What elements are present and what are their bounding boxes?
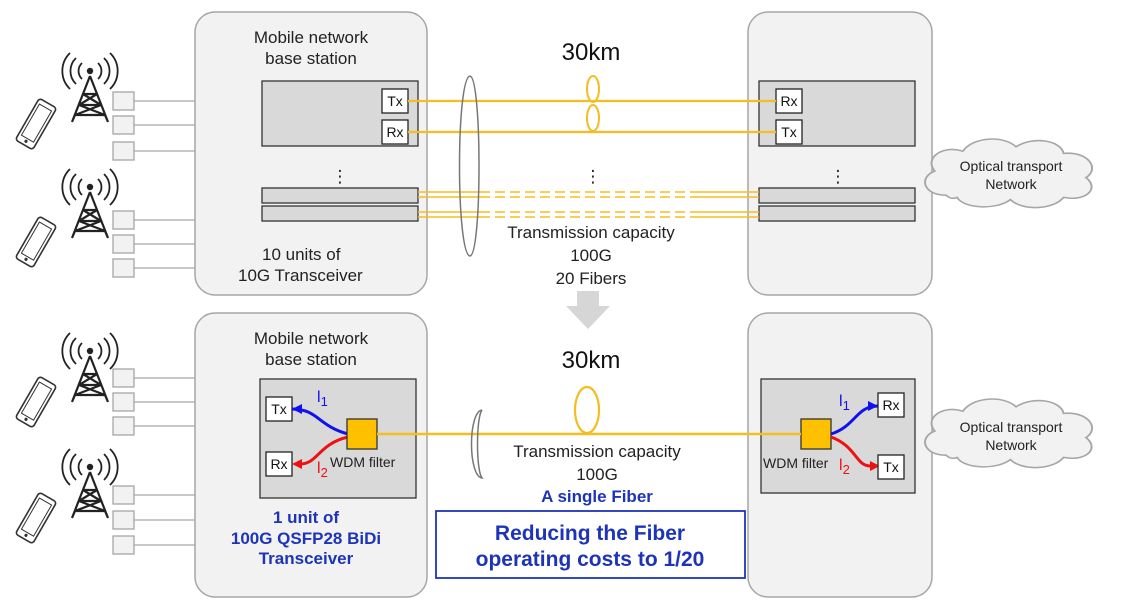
- port-box: [112, 392, 135, 412]
- bottom-capacity-line2: 100G: [576, 465, 618, 484]
- cell-tower-icon: [61, 51, 119, 124]
- fiber-spool-icon: [586, 75, 600, 103]
- bottom-distance: 30km: [562, 347, 621, 374]
- bottom-station-title-line2: base station: [265, 350, 357, 369]
- top-fiber-bundle: [418, 191, 759, 218]
- lambda2-arrow: [870, 461, 880, 471]
- phone-icon: [14, 375, 58, 429]
- cell-tower-icon: [61, 167, 119, 240]
- lambda2-path: [830, 435, 871, 468]
- port-box: [112, 141, 135, 161]
- bottom-capacity-line3: A single Fiber: [541, 487, 653, 506]
- lambda2-label: l2: [317, 460, 328, 480]
- rx-label: Rx: [780, 93, 797, 109]
- rx-box: [775, 88, 803, 114]
- vertical-ellipsis: ⋮: [830, 167, 847, 186]
- port-box: [112, 416, 135, 436]
- cell-tower-icon: [61, 331, 119, 404]
- reduce-line2: operating costs to 1/20: [476, 548, 705, 571]
- cost-reduction-box: [435, 510, 746, 579]
- tx-box: [381, 88, 409, 114]
- top-units-line2: 10G Transceiver: [238, 266, 363, 285]
- transceiver-slot: [758, 205, 916, 222]
- port-box: [112, 510, 135, 530]
- reduce-line1: Reducing the Fiber: [495, 522, 685, 545]
- bottom-unit-line2: 100G QSFP28 BiDi: [231, 529, 381, 548]
- top-units-line1: 10 units of: [262, 245, 341, 264]
- wdm-filter-label: WDM filter: [330, 454, 396, 470]
- top-cloud-line1: Optical transport: [960, 158, 1063, 174]
- rx-label: Rx: [270, 456, 287, 472]
- port-box: [112, 535, 135, 555]
- phone-icon: [14, 215, 58, 269]
- lambda1-label: l1: [839, 393, 850, 413]
- port-box: [112, 115, 135, 135]
- port-box: [112, 368, 135, 388]
- fiber-bundle-bracket: [458, 75, 480, 257]
- port-box: [112, 91, 135, 111]
- tx-label: Tx: [781, 124, 797, 140]
- lambda1-arrow: [292, 404, 302, 414]
- transceiver-slot: [261, 205, 419, 222]
- bottom-station-title-line1: Mobile network: [254, 329, 369, 348]
- fiber-spool-icon: [586, 104, 600, 132]
- fiber-spool-icon: [573, 385, 601, 435]
- bottom-cloud-line2: Network: [985, 437, 1037, 453]
- bottom-cloud-line1: Optical transport: [960, 419, 1063, 435]
- wdm-filter-label: WDM filter: [763, 455, 829, 471]
- lambda1-arrow: [868, 401, 878, 411]
- top-station-title-line1: Mobile network: [254, 28, 369, 47]
- lambda1-label: l1: [317, 389, 328, 409]
- top-capacity-line3: 20 Fibers: [556, 269, 627, 288]
- port-box: [112, 234, 135, 254]
- phone-icon: [14, 491, 58, 545]
- tx-label: Tx: [271, 401, 287, 417]
- top-distance: 30km: [562, 39, 621, 66]
- top-station-title-line2: base station: [265, 49, 357, 68]
- top-section: Mobile network base station Tx Rx ⋮ 10 u…: [14, 11, 1094, 296]
- port-box: [112, 210, 135, 230]
- top-cloud-line2: Network: [985, 176, 1037, 192]
- top-capacity-line2: 100G: [570, 246, 612, 265]
- tx-box: [877, 454, 905, 480]
- bottom-capacity-line1: Transmission capacity: [513, 442, 681, 461]
- lambda2-label: l2: [839, 457, 850, 477]
- vertical-ellipsis: ⋮: [585, 167, 602, 186]
- wdm-filter-block: [800, 418, 832, 450]
- top-capacity-line1: Transmission capacity: [507, 223, 675, 242]
- transceiver-slot: [261, 187, 419, 204]
- top-remote-station-box: [747, 11, 933, 296]
- tx-label: Tx: [883, 459, 899, 475]
- bottom-section: Mobile network base station Tx Rx l1 l2 …: [14, 312, 1094, 598]
- rx-label: Rx: [386, 124, 403, 140]
- port-box: [112, 258, 135, 278]
- cell-tower-icon: [61, 447, 119, 520]
- vertical-ellipsis: ⋮: [332, 167, 349, 186]
- lambda2-path: [299, 435, 349, 466]
- down-arrow-icon: [566, 291, 610, 329]
- bottom-unit-line1: 1 unit of: [273, 508, 339, 527]
- fiber-bracket: [470, 409, 484, 480]
- bottom-port-group: [134, 377, 195, 546]
- rx-box: [877, 392, 905, 418]
- top-port-group: [134, 100, 195, 269]
- rx-label: Rx: [882, 397, 899, 413]
- wdm-filter-block: [346, 418, 378, 450]
- port-box: [112, 485, 135, 505]
- tx-box: [775, 119, 803, 145]
- phone-icon: [14, 97, 58, 151]
- lambda2-arrow: [292, 459, 302, 469]
- tx-label: Tx: [387, 93, 403, 109]
- bottom-unit-line3: Transceiver: [259, 549, 354, 568]
- transceiver-slot: [758, 187, 916, 204]
